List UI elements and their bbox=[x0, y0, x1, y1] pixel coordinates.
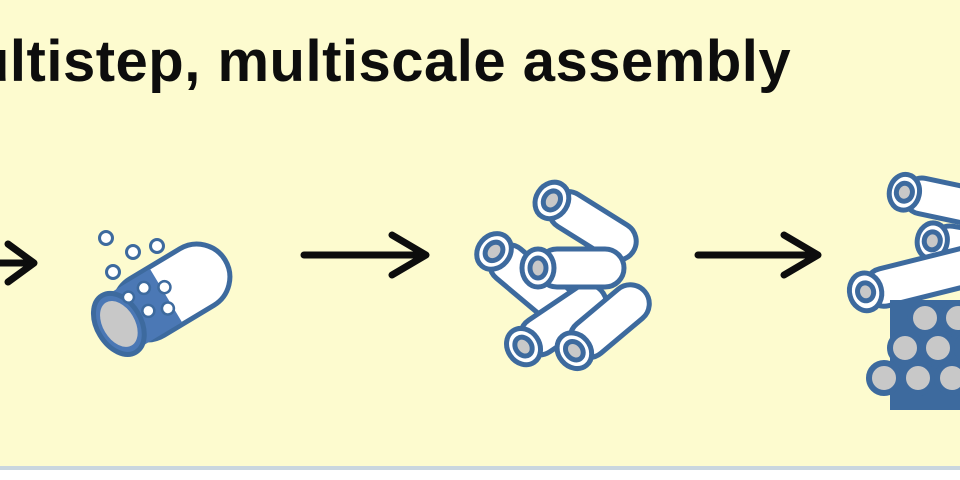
bottom-divider bbox=[0, 466, 960, 470]
arrow-1 bbox=[300, 231, 430, 279]
arrow-partial bbox=[0, 240, 38, 286]
tube-bundle-icon bbox=[846, 171, 960, 410]
assembly-diagram bbox=[0, 171, 960, 410]
diagram-title: ultistep, multiscale assembly bbox=[0, 29, 792, 94]
tube-with-particles-icon bbox=[90, 230, 233, 357]
diagram-panel: ultistep, multiscale assembly bbox=[0, 0, 960, 466]
tube-cluster-icon bbox=[474, 179, 652, 372]
arrow-2 bbox=[694, 231, 822, 279]
